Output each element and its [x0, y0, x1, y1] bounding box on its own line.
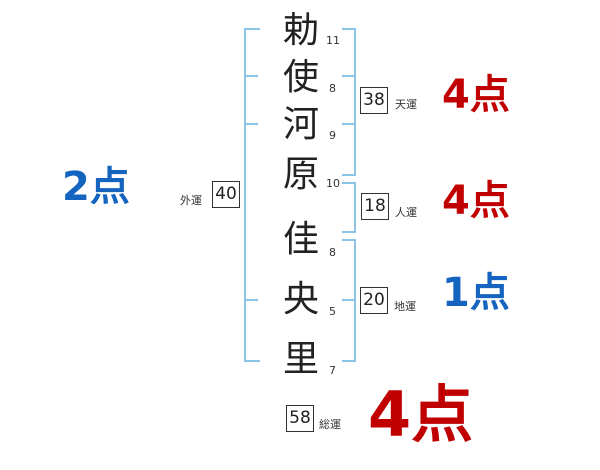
soukaku-value: 58: [286, 405, 314, 432]
chikaku-label: 地運: [394, 300, 416, 313]
name-char: 央: [282, 279, 319, 320]
stroke-count: 8: [329, 82, 336, 95]
bracket-tick: [342, 75, 354, 77]
soukaku-score: 4点: [368, 378, 474, 451]
tenkaku-value: 38: [360, 87, 388, 114]
bracket-tick: [246, 123, 258, 125]
chikaku-score: 1点: [442, 270, 510, 316]
name-char: 里: [282, 339, 319, 380]
name-char: 勅: [282, 10, 319, 51]
jinkaku-score: 4点: [442, 178, 510, 224]
name-char: 原: [282, 154, 319, 195]
soukaku-label: 総運: [319, 418, 341, 431]
gaikaku-score: 2点: [62, 164, 130, 210]
name-char: 佳: [282, 219, 319, 260]
bracket-tick: [246, 75, 258, 77]
name-char: 河: [282, 104, 319, 145]
gaikaku-label: 外運: [180, 194, 202, 207]
chikaku-value: 20: [360, 287, 388, 314]
stroke-count: 7: [329, 364, 336, 377]
name-char: 使: [282, 57, 319, 98]
tenkaku-score: 4点: [442, 72, 510, 118]
stroke-count: 10: [326, 177, 340, 190]
jinkaku-value: 18: [361, 193, 389, 220]
stroke-count: 8: [329, 246, 336, 259]
outer-bracket: [244, 28, 260, 362]
stroke-count: 9: [329, 129, 336, 142]
gaikaku-value: 40: [212, 181, 240, 208]
tenkaku-label: 天運: [395, 98, 417, 111]
stroke-count: 5: [329, 305, 336, 318]
chikaku-bracket: [342, 239, 356, 362]
tenkaku-bracket: [342, 28, 356, 176]
jinkaku-label: 人運: [395, 206, 417, 219]
jinkaku-bracket: [342, 182, 356, 233]
bracket-tick: [342, 299, 354, 301]
stroke-count: 11: [326, 34, 340, 47]
bracket-tick: [342, 123, 354, 125]
bracket-tick: [246, 299, 258, 301]
